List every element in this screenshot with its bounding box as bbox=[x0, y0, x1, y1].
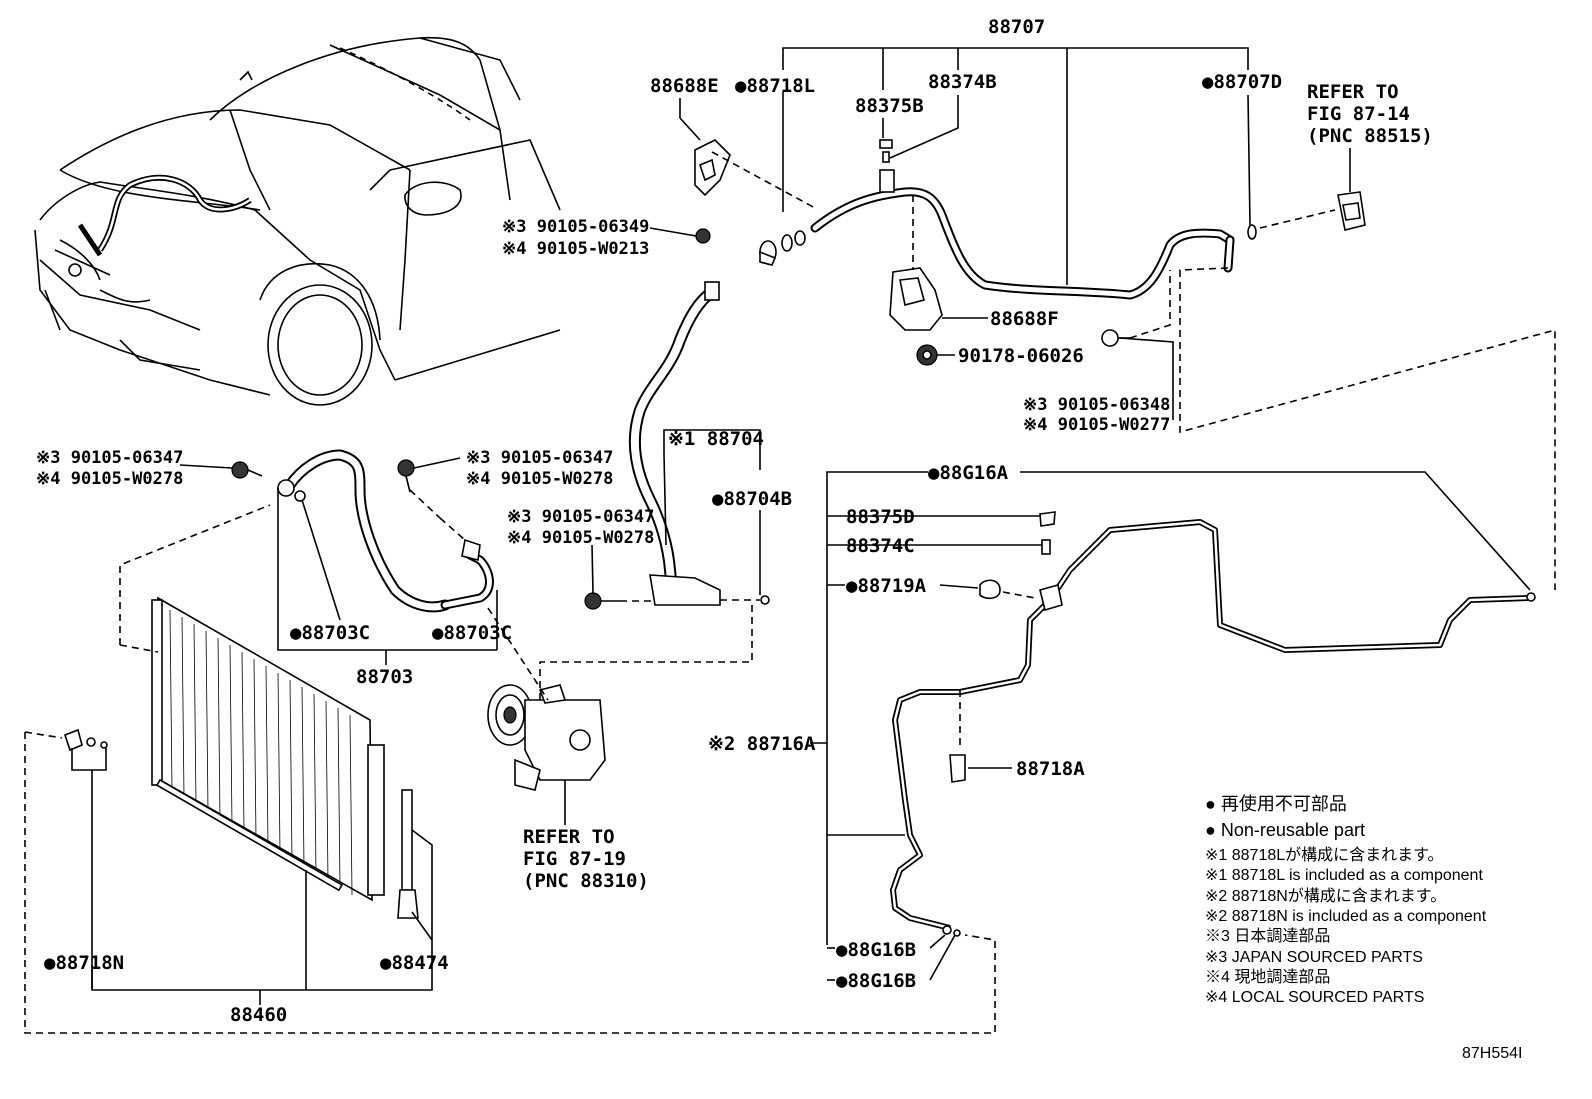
legend: ● 再使用不可部品 ● Non-reusable part ※1 88718Lが… bbox=[1205, 794, 1487, 1006]
label-bolt-c-local[interactable]: ※4 90105-W0278 bbox=[507, 528, 654, 548]
label-88375D[interactable]: 88375D bbox=[846, 506, 915, 528]
oring-88707D bbox=[1247, 191, 1366, 240]
label-88718A[interactable]: 88718A bbox=[1016, 758, 1085, 780]
label-bolt-a-jp[interactable]: ※3 90105-06349 bbox=[502, 217, 649, 237]
label-88G16B-upper[interactable]: ●88G16B bbox=[836, 939, 916, 961]
label-88707D[interactable]: ●88707D bbox=[1202, 71, 1282, 93]
label-88374B[interactable]: 88374B bbox=[928, 71, 997, 93]
legend-item-note4-jp: ※4 現地調達部品 bbox=[1205, 968, 1330, 986]
legend-item-note2-jp: ※2 88718Nが構成に含まれます。 bbox=[1205, 887, 1446, 905]
discharge-hose-88703 bbox=[231, 449, 494, 613]
o-rings-88718L bbox=[759, 230, 806, 266]
label-88707[interactable]: 88707 bbox=[988, 16, 1045, 38]
label-bolt-d-jp[interactable]: ※3 90105-06347 bbox=[36, 448, 183, 468]
diagram-code: 87H554I bbox=[1462, 1045, 1523, 1062]
label-88718L[interactable]: ●88718L bbox=[735, 75, 815, 97]
label-88718N[interactable]: ●88718N bbox=[44, 952, 124, 974]
part-labels: 88707 88688E ●88718L 88375B 88374B ●8870… bbox=[36, 16, 1433, 1026]
label-bolt-c-jp[interactable]: ※3 90105-06347 bbox=[507, 507, 654, 527]
label-bolt-b-local[interactable]: ※4 90105-W0277 bbox=[1023, 415, 1170, 435]
label-bolt-e-jp[interactable]: ※3 90105-06347 bbox=[466, 448, 613, 468]
label-88703C-left[interactable]: ●88703C bbox=[290, 622, 370, 644]
discharge-pipe-88707 bbox=[810, 139, 1235, 300]
label-88719A[interactable]: ●88719A bbox=[846, 575, 927, 597]
label-bolt-e-local[interactable]: ※4 90105-W0278 bbox=[466, 469, 613, 489]
legend-item-non-reusable: ● Non-reusable part bbox=[1205, 820, 1365, 840]
legend-item-note3-jp: ※3 日本調達部品 bbox=[1205, 927, 1330, 945]
label-88G16B-lower[interactable]: ●88G16B bbox=[836, 970, 916, 992]
liquid-pipe-88716A bbox=[890, 511, 1536, 937]
refer-to-1-line2[interactable]: FIG 87-14 bbox=[1307, 103, 1410, 125]
label-88G16A[interactable]: ●88G16A bbox=[928, 462, 1009, 484]
vehicle-illustration bbox=[34, 36, 561, 406]
legend-item-note3: ※3 JAPAN SOURCED PARTS bbox=[1205, 949, 1423, 966]
bracket-88688F bbox=[889, 267, 943, 366]
label-88474[interactable]: ●88474 bbox=[380, 952, 449, 974]
compressor bbox=[487, 684, 606, 791]
filter-88718N bbox=[63, 728, 108, 752]
label-88703C-right[interactable]: ●88703C bbox=[432, 622, 512, 644]
label-88375B[interactable]: 88375B bbox=[855, 95, 924, 117]
label-bolt-a-local[interactable]: ※4 90105-W0213 bbox=[502, 239, 649, 259]
condenser-88460 bbox=[151, 596, 419, 919]
legend-item-note2: ※2 88718N is included as a component bbox=[1205, 908, 1487, 925]
label-88703[interactable]: 88703 bbox=[356, 666, 413, 688]
clamp-88688E bbox=[694, 139, 731, 244]
dashed-guides bbox=[24, 151, 1556, 1034]
refer-to-1-line1[interactable]: REFER TO bbox=[1307, 81, 1399, 103]
label-88688F[interactable]: 88688F bbox=[990, 308, 1059, 330]
label-88704[interactable]: ※1 88704 bbox=[668, 428, 764, 450]
refer-to-2-line2[interactable]: FIG 87-19 bbox=[523, 848, 626, 870]
label-88688E[interactable]: 88688E bbox=[650, 75, 719, 97]
legend-item-note1: ※1 88718L is included as a component bbox=[1205, 867, 1483, 884]
label-90178-06026[interactable]: 90178-06026 bbox=[958, 345, 1084, 367]
label-bolt-b-jp[interactable]: ※3 90105-06348 bbox=[1023, 395, 1170, 415]
label-88716A[interactable]: ※2 88716A bbox=[708, 733, 816, 755]
refer-to-1-line3[interactable]: (PNC 88515) bbox=[1307, 125, 1433, 147]
refer-to-2-line1[interactable]: REFER TO bbox=[523, 826, 615, 848]
legend-item-non-reusable-jp: ● 再使用不可部品 bbox=[1205, 794, 1347, 814]
refer-to-2-line3[interactable]: (PNC 88310) bbox=[523, 870, 649, 892]
legend-item-note1-jp: ※1 88718Lが構成に含まれます。 bbox=[1205, 846, 1444, 864]
label-88374C[interactable]: 88374C bbox=[846, 535, 915, 557]
label-88460[interactable]: 88460 bbox=[230, 1004, 287, 1026]
label-88704B[interactable]: ●88704B bbox=[712, 488, 792, 510]
suction-hose-88704 bbox=[584, 281, 770, 610]
leader-lines bbox=[71, 47, 1531, 1005]
legend-item-note4: ※4 LOCAL SOURCED PARTS bbox=[1205, 989, 1424, 1006]
label-bolt-d-local[interactable]: ※4 90105-W0278 bbox=[36, 469, 183, 489]
